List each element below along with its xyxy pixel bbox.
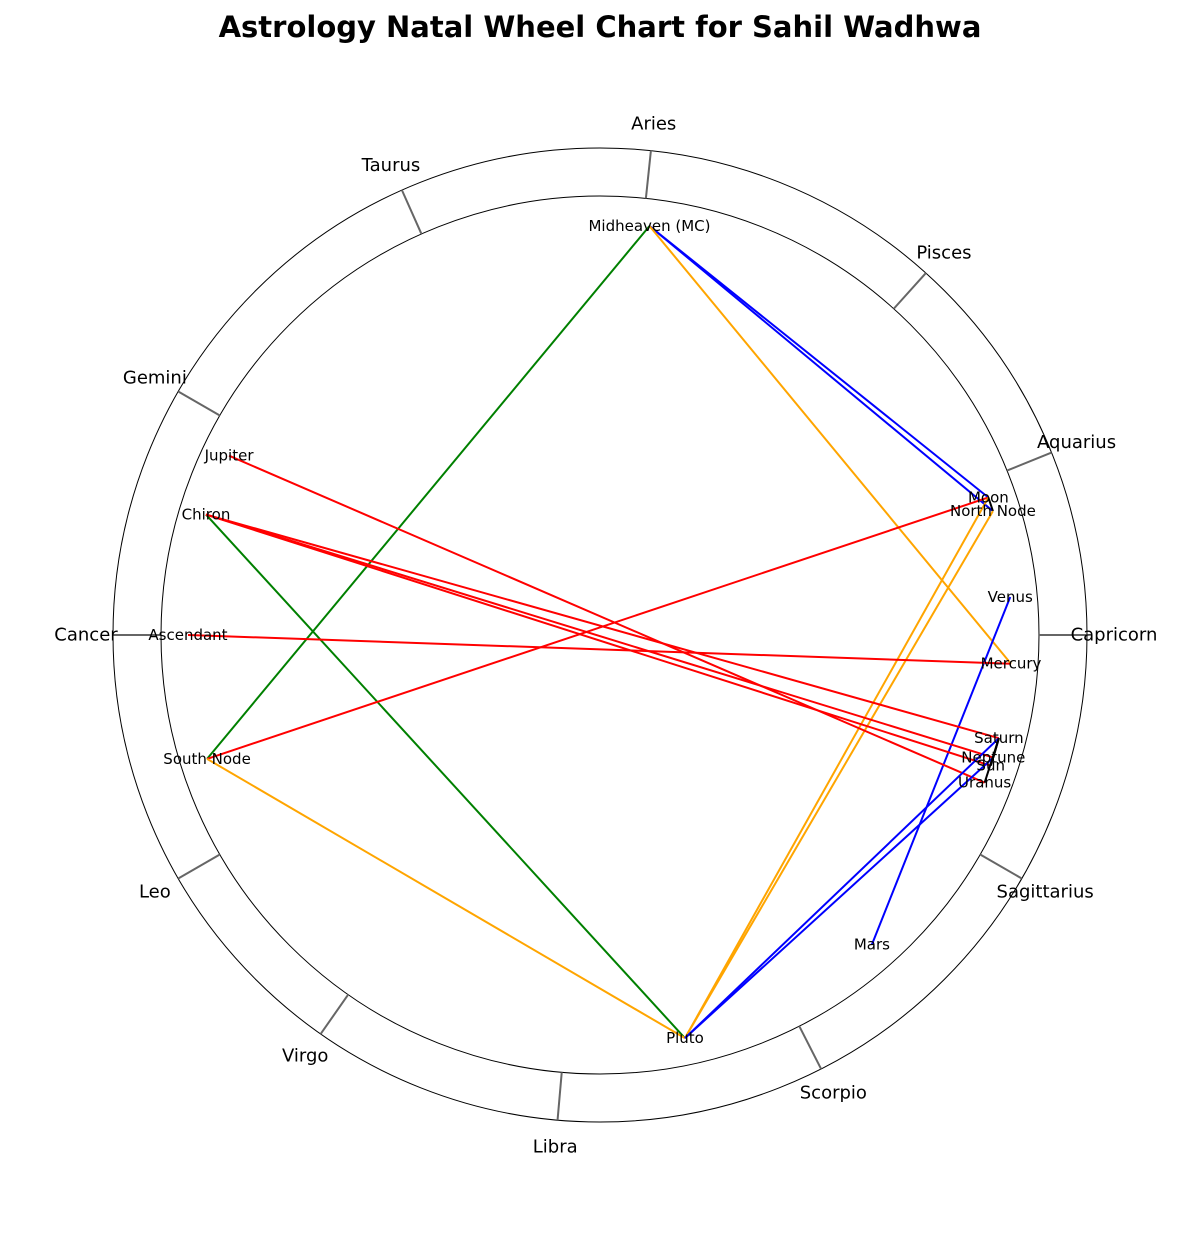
aspect-line-midheaven-mc-mercury — [648, 225, 1012, 665]
point-label-saturn: Saturn — [974, 729, 1024, 747]
aspect-line-midheaven-mc-south-node — [206, 225, 651, 760]
point-label-mars: Mars — [854, 936, 890, 954]
point-label-venus: Venus — [988, 588, 1033, 606]
aspect-line-chiron-pluto — [205, 513, 686, 1039]
sign-label-capricorn: Capricorn — [1071, 625, 1158, 646]
sign-tick-leo — [177, 853, 221, 880]
sign-ticks — [113, 150, 1087, 1121]
point-label-mercury: Mercury — [981, 655, 1042, 673]
sign-tick-scorpio — [798, 1025, 822, 1070]
point-label-uranus: Uranus — [958, 774, 1011, 792]
point-label-chiron: Chiron — [182, 506, 231, 524]
sign-label-sagittarius: Sagittarius — [997, 882, 1094, 903]
aspect-line-north-node-pluto — [684, 510, 994, 1039]
point-label-south-node: South Node — [163, 750, 251, 768]
aspect-lines — [187, 225, 1012, 1040]
aspect-line-midheaven-mc-moon — [648, 225, 989, 499]
sign-tick-sagittarius — [979, 853, 1023, 880]
sign-tick-libra — [556, 1072, 563, 1121]
aspect-line-neptune-pluto — [684, 756, 995, 1039]
sign-label-gemini: Gemini — [123, 368, 187, 389]
inner-ring — [160, 195, 1040, 1075]
sign-label-aquarius: Aquarius — [1037, 432, 1116, 453]
sign-label-virgo: Virgo — [282, 1046, 328, 1067]
point-label-ascendant: Ascendant — [148, 626, 227, 644]
aspect-line-jupiter-uranus — [228, 454, 986, 784]
aspect-line-chiron-sun — [205, 513, 992, 767]
sign-label-taurus: Taurus — [361, 155, 421, 176]
aspect-line-midheaven-mc-north-node — [648, 225, 994, 512]
point-label-jupiter: Jupiter — [204, 447, 255, 465]
point-label-north-node: North Node — [950, 502, 1036, 520]
sign-tick-aquarius — [1006, 451, 1052, 472]
point-label-midheaven-mc: Midheaven (MC) — [588, 217, 710, 235]
aspect-line-chiron-neptune — [205, 513, 994, 759]
point-label-pluto: Pluto — [666, 1029, 704, 1047]
aspect-line-moon-south-node — [206, 496, 989, 760]
sign-label-libra: Libra — [533, 1137, 578, 1158]
aspect-line-venus-mars — [870, 596, 1012, 945]
sign-label-scorpio: Scorpio — [800, 1082, 867, 1103]
aspect-line-ascendant-mercury — [187, 634, 1012, 665]
sign-label-aries: Aries — [631, 113, 676, 134]
outer-ring — [112, 147, 1088, 1123]
sign-label-leo: Leo — [139, 882, 171, 903]
sign-tick-taurus — [401, 189, 423, 235]
aspect-line-chiron-saturn — [205, 513, 1000, 740]
sign-tick-gemini — [177, 390, 221, 417]
aspect-line-saturn-pluto — [684, 737, 1000, 1039]
aspect-line-moon-pluto — [684, 496, 990, 1039]
point-label-moon: Moon — [968, 488, 1009, 506]
point-label-neptune: Neptune — [961, 749, 1025, 767]
sign-label-pisces: Pisces — [916, 243, 971, 264]
sign-tick-aries — [644, 150, 652, 199]
chart-title: Astrology Natal Wheel Chart for Sahil Wa… — [218, 10, 982, 44]
sign-tick-virgo — [319, 994, 350, 1035]
aspect-line-south-node-pluto — [206, 758, 686, 1040]
sign-tick-pisces — [893, 272, 927, 310]
point-label-sun: Sun — [976, 757, 1005, 775]
aspect-line-moon-north-node — [987, 497, 994, 512]
sign-label-cancer: Cancer — [54, 625, 118, 646]
aspect-line-saturn-uranus — [983, 737, 1000, 783]
